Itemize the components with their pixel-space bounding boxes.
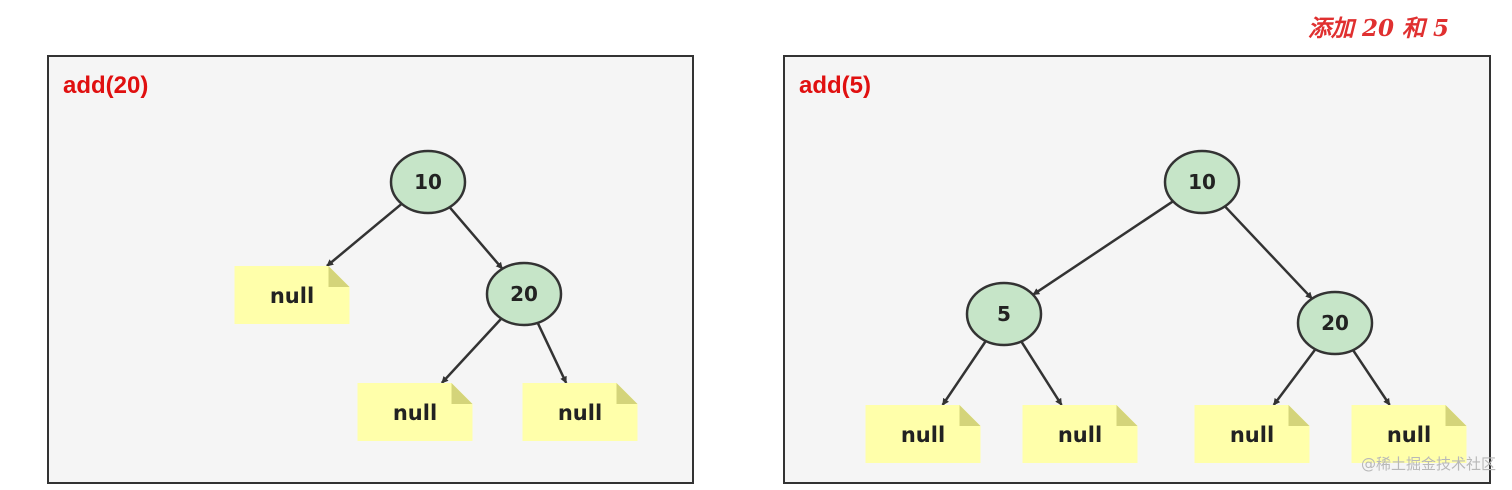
edge-m20-mnull_d [1351,349,1391,406]
null-leaf: null [522,383,638,441]
node-value: 5 [997,302,1011,326]
null-leaf: null [1351,405,1467,463]
edge-m5-mnull_a [941,340,987,406]
null-label: null [1230,423,1274,447]
node-value: 20 [510,282,538,306]
null-label: null [393,401,437,425]
null-note [865,405,981,463]
edge-n20-nnull_b [440,317,503,384]
null-note [357,383,473,441]
null-note [1351,405,1467,463]
null-note [234,266,350,324]
node-value: 10 [1188,170,1216,194]
null-leaf: null [865,405,981,463]
null-note [1194,405,1310,463]
null-note-fold [1116,405,1138,426]
null-leaf: null [1022,405,1138,463]
panel-title: add(20) [63,72,148,99]
null-leaf: null [1194,405,1310,463]
null-label: null [901,423,945,447]
node-value: 20 [1321,311,1349,335]
edge-m10-m20 [1223,205,1314,300]
null-note [1022,405,1138,463]
node-value: 10 [414,170,442,194]
null-leaf: null [234,266,350,324]
null-note-fold [959,405,981,426]
null-note-fold [1445,405,1467,426]
null-label: null [1387,423,1431,447]
node-circle [965,281,1043,347]
tree-node-10: 10 [389,149,467,215]
null-label: null [270,284,314,308]
edge-n20-nnull_c [536,322,568,384]
node-circle [1296,290,1374,356]
edge-n10-nnull_a [326,202,403,267]
null-note-fold [1288,405,1310,426]
edge-m10-m5 [1032,200,1174,296]
null-note-fold [616,383,638,404]
tree-node-10: 10 [1163,149,1241,215]
diagram-heading: 添加 20 和 5 [1308,15,1449,42]
edge-m20-mnull_c [1272,348,1317,406]
panel-title: add(5) [799,72,871,99]
edge-n10-n20 [448,206,504,270]
null-note-fold [328,266,350,287]
tree-node-20: 20 [1296,290,1374,356]
node-circle [485,261,563,327]
panel-add-5: add(5) 10 5 20 null null null null [783,55,1491,484]
null-label: null [1058,423,1102,447]
edge-m5-mnull_b [1020,340,1063,406]
tree-node-5: 5 [965,281,1043,347]
node-circle [389,149,467,215]
panels-layer: add(20) 10 null 20 null null add(5) 10 5 20 null nu… [47,55,1491,484]
panel-add-20: add(20) 10 null 20 null null [47,55,694,484]
null-label: null [558,401,602,425]
node-circle [1163,149,1241,215]
null-leaf: null [357,383,473,441]
watermark: @稀土掘金技术社区 [1361,455,1496,473]
null-note-fold [451,383,473,404]
tree-node-20: 20 [485,261,563,327]
null-note [522,383,638,441]
